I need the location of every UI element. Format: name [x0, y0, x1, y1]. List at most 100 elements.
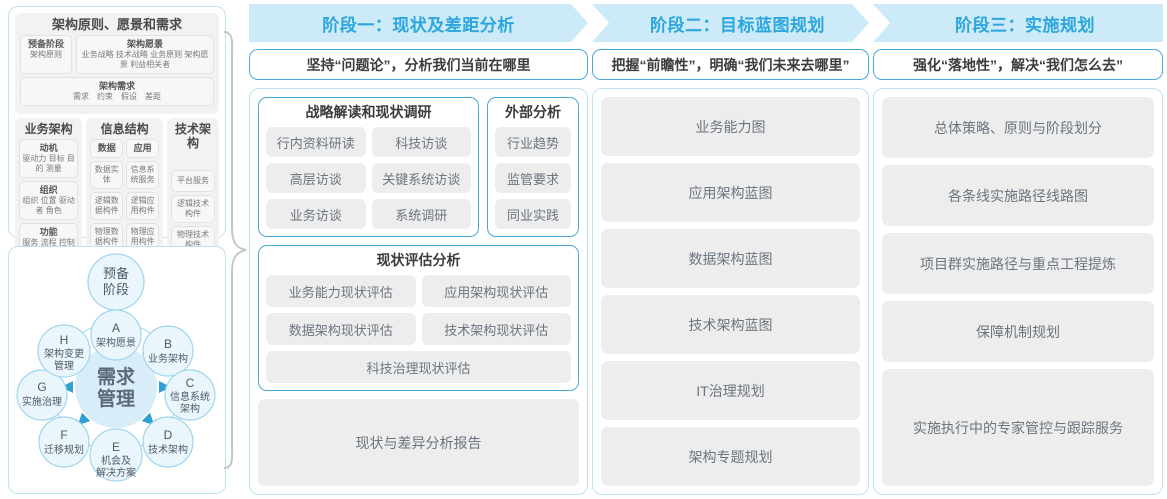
phase-2: 阶段二：目标蓝图规划 把握“前瞻性”，明确“我们未来去哪里” 业务能力图 应用架… [592, 4, 869, 495]
phase-2-banner-label: 阶段二：目标蓝图规划 [650, 15, 825, 35]
svg-text:E: E [112, 440, 120, 454]
strategy-research-chips: 行内资料研读 科技访谈 高层访谈 关键系统访谈 业务访谈 系统调研 [266, 127, 471, 229]
chip-strategy-0[interactable]: 行内资料研读 [266, 127, 366, 157]
logical-technology-component-box: 逻辑技术构件 [171, 195, 215, 223]
chip-strategy-3[interactable]: 关键系统访谈 [371, 163, 471, 193]
phase-1-subtitle: 坚持“问题论”，分析我们当前在哪里 [249, 49, 588, 80]
phase-3: 阶段三：实施规划 强化“落地性”，解决“我们怎么去” 总体策略、原则与阶段划分 … [873, 4, 1163, 495]
phase2-item-4[interactable]: IT治理规划 [601, 361, 860, 420]
svg-text:技术架构: 技术架构 [148, 443, 188, 456]
phase3-item-0[interactable]: 总体策略、原则与阶段划分 [882, 97, 1154, 159]
togaf-title: 架构原则、愿景和需求 [51, 17, 182, 32]
svg-text:信息系统: 信息系统 [170, 390, 210, 403]
logical-data-component-box: 逻辑数据构件 [90, 192, 124, 220]
phase2-item-3[interactable]: 技术架构蓝图 [601, 295, 860, 354]
phase2-item-1[interactable]: 应用架构蓝图 [601, 163, 860, 222]
phase-3-banner-shape [873, 4, 1163, 42]
information-system-service-box: 信息系统服务 [126, 161, 160, 189]
technology-architecture-title: 技术架构 [175, 122, 212, 150]
chip-external-1[interactable]: 监管要求 [495, 163, 571, 193]
chip-external-0[interactable]: 行业趋势 [495, 127, 571, 157]
preliminary-phase-head: 预备阶段 [27, 39, 64, 49]
svg-text:架构变更: 架构变更 [44, 347, 84, 360]
chip-assess-3[interactable]: 技术架构现状评估 [421, 313, 571, 345]
phase-1-banner-label: 阶段一：现状及差距分析 [322, 15, 515, 35]
architecture-domains-row: 业务架构 动机 驱动力 目标 目的 测量 组织 组织 位置 驱动者 角色 功能 [15, 118, 219, 266]
phase3-item-1[interactable]: 各条线实施路径线路图 [882, 165, 1154, 227]
phase-1-banner[interactable]: 阶段一：现状及差距分析 [249, 4, 588, 42]
chip-assess-0[interactable]: 业务能力现状评估 [266, 275, 416, 307]
cycle-node-a [90, 309, 142, 361]
cycle-node-g [16, 369, 68, 421]
phase-3-banner-label: 阶段三：实施规划 [955, 15, 1095, 35]
adm-cycle-panel: 需求 管理 预备 阶段 A 架构愿景 [8, 246, 226, 494]
grouping-brace-icon [223, 31, 247, 469]
phase-1: 阶段一：现状及差距分析 坚持“问题论”，分析我们当前在哪里 战略解读和现状调研 … [249, 4, 588, 495]
strategy-research-card: 战略解读和现状调研 行内资料研读 科技访谈 高层访谈 关键系统访谈 业务访谈 系… [258, 97, 479, 237]
svg-text:H: H [60, 333, 69, 347]
cycle-node-c [164, 369, 216, 421]
external-analysis-card: 外部分析 行业趋势 监管要求 同业实践 [487, 97, 579, 237]
svg-text:管理: 管理 [54, 359, 74, 372]
architecture-vision-box: 架构愿景 业务战略 技术战略 业务原则 架构愿景 利益相关者 [76, 35, 214, 74]
cycle-center-line2: 管理 [97, 387, 135, 410]
svg-text:阶段: 阶段 [103, 282, 129, 297]
chip-strategy-4[interactable]: 业务访谈 [266, 199, 366, 229]
phase2-item-5[interactable]: 架构专题规划 [601, 427, 860, 486]
information-structure-column: 信息结构 数据 数据实体 逻辑数据构件 [86, 118, 164, 266]
strategy-research-title: 战略解读和现状调研 [305, 104, 432, 120]
phase-3-subtitle: 强化“落地性”，解决“我们怎么去” [873, 49, 1163, 80]
chip-strategy-5[interactable]: 系统调研 [371, 199, 471, 229]
external-analysis-title: 外部分析 [505, 104, 561, 120]
cycle-node-f [38, 416, 90, 468]
technology-architecture-column: 技术架构 平台服务 逻辑技术构件 物理技术构件 [167, 118, 219, 266]
data-entity-box: 数据实体 [90, 161, 124, 189]
phase2-item-0[interactable]: 业务能力图 [601, 97, 860, 156]
architecture-requirement-box: 架构需求 需求 约束 假设 差距 [20, 77, 214, 106]
chip-external-2[interactable]: 同业实践 [495, 199, 571, 229]
svg-text:F: F [60, 428, 67, 442]
chip-assess-1[interactable]: 应用架构现状评估 [421, 275, 571, 307]
platform-service-box: 平台服务 [171, 170, 215, 192]
phase-3-body: 总体策略、原则与阶段划分 各条线实施路径线路图 项目群实施路径与重点工程提炼 保… [873, 88, 1163, 495]
phase3-item-2[interactable]: 项目群实施路径与重点工程提炼 [882, 233, 1154, 295]
architecture-requirement-sub: 需求 约束 假设 差距 [73, 92, 161, 101]
chip-assess-2[interactable]: 数据架构现状评估 [266, 313, 416, 345]
business-architecture-column: 业务架构 动机 驱动力 目标 目的 测量 组织 组织 位置 驱动者 角色 功能 [15, 118, 83, 266]
phase-2-subtitle: 把握“前瞻性”，明确“我们未来去哪里” [592, 49, 869, 80]
business-organization-box: 组织 组织 位置 驱动者 角色 [19, 181, 79, 220]
assessment-chips: 业务能力现状评估 应用架构现状评估 数据架构现状评估 技术架构现状评估 [266, 275, 571, 345]
svg-text:预备: 预备 [103, 266, 129, 281]
svg-text:架构愿景: 架构愿景 [96, 336, 136, 349]
togaf-content-framework-panel: 架构原则、愿景和需求 预备阶段 架构原则 架构愿景 业务战略 技术战略 业务原则… [8, 6, 226, 318]
chip-strategy-2[interactable]: 高层访谈 [266, 163, 366, 193]
svg-text:解决方案: 解决方案 [96, 466, 136, 479]
preliminary-phase-sub: 架构原则 [30, 50, 62, 59]
vision-row: 预备阶段 架构原则 架构愿景 业务战略 技术战略 业务原则 架构愿景 利益相关者 [20, 35, 214, 74]
svg-text:业务架构: 业务架构 [148, 352, 188, 365]
business-architecture-title: 业务架构 [24, 122, 73, 136]
phase3-item-4[interactable]: 实施执行中的专家管控与跟踪服务 [882, 369, 1154, 487]
svg-text:C: C [186, 376, 195, 390]
phase-3-banner[interactable]: 阶段三：实施规划 [873, 4, 1163, 42]
phase2-item-2[interactable]: 数据架构蓝图 [601, 229, 860, 288]
phase-1-top-row: 战略解读和现状调研 行内资料研读 科技访谈 高层访谈 关键系统访谈 业务访谈 系… [258, 97, 579, 237]
architecture-vision-sub: 业务战略 技术战略 业务原则 架构愿景 利益相关者 [81, 50, 209, 69]
left-column: 架构原则、愿景和需求 预备阶段 架构原则 架构愿景 业务战略 技术战略 业务原则… [8, 4, 230, 495]
cycle-node-e [89, 428, 143, 482]
svg-text:迁移规划: 迁移规划 [44, 443, 84, 456]
phase-2-banner[interactable]: 阶段二：目标蓝图规划 [592, 4, 869, 42]
phase3-item-3[interactable]: 保障机制规划 [882, 301, 1154, 363]
information-structure-title: 信息结构 [100, 122, 149, 136]
architecture-principles-group: 架构原则、愿景和需求 预备阶段 架构原则 架构愿景 业务战略 技术战略 业务原则… [15, 13, 219, 114]
cycle-center-line1: 需求 [97, 365, 136, 388]
phase-2-banner-shape [592, 4, 869, 42]
phase-1-banner-shape [249, 4, 588, 42]
svg-text:实施治理: 实施治理 [22, 395, 62, 408]
gap-analysis-report-chip[interactable]: 现状与差异分析报告 [258, 399, 579, 486]
application-head-box: 应用 [126, 139, 160, 158]
chip-strategy-1[interactable]: 科技访谈 [371, 127, 471, 157]
cycle-center-circle [75, 346, 157, 428]
chip-assess-full[interactable]: 科技治理现状评估 [266, 351, 571, 383]
